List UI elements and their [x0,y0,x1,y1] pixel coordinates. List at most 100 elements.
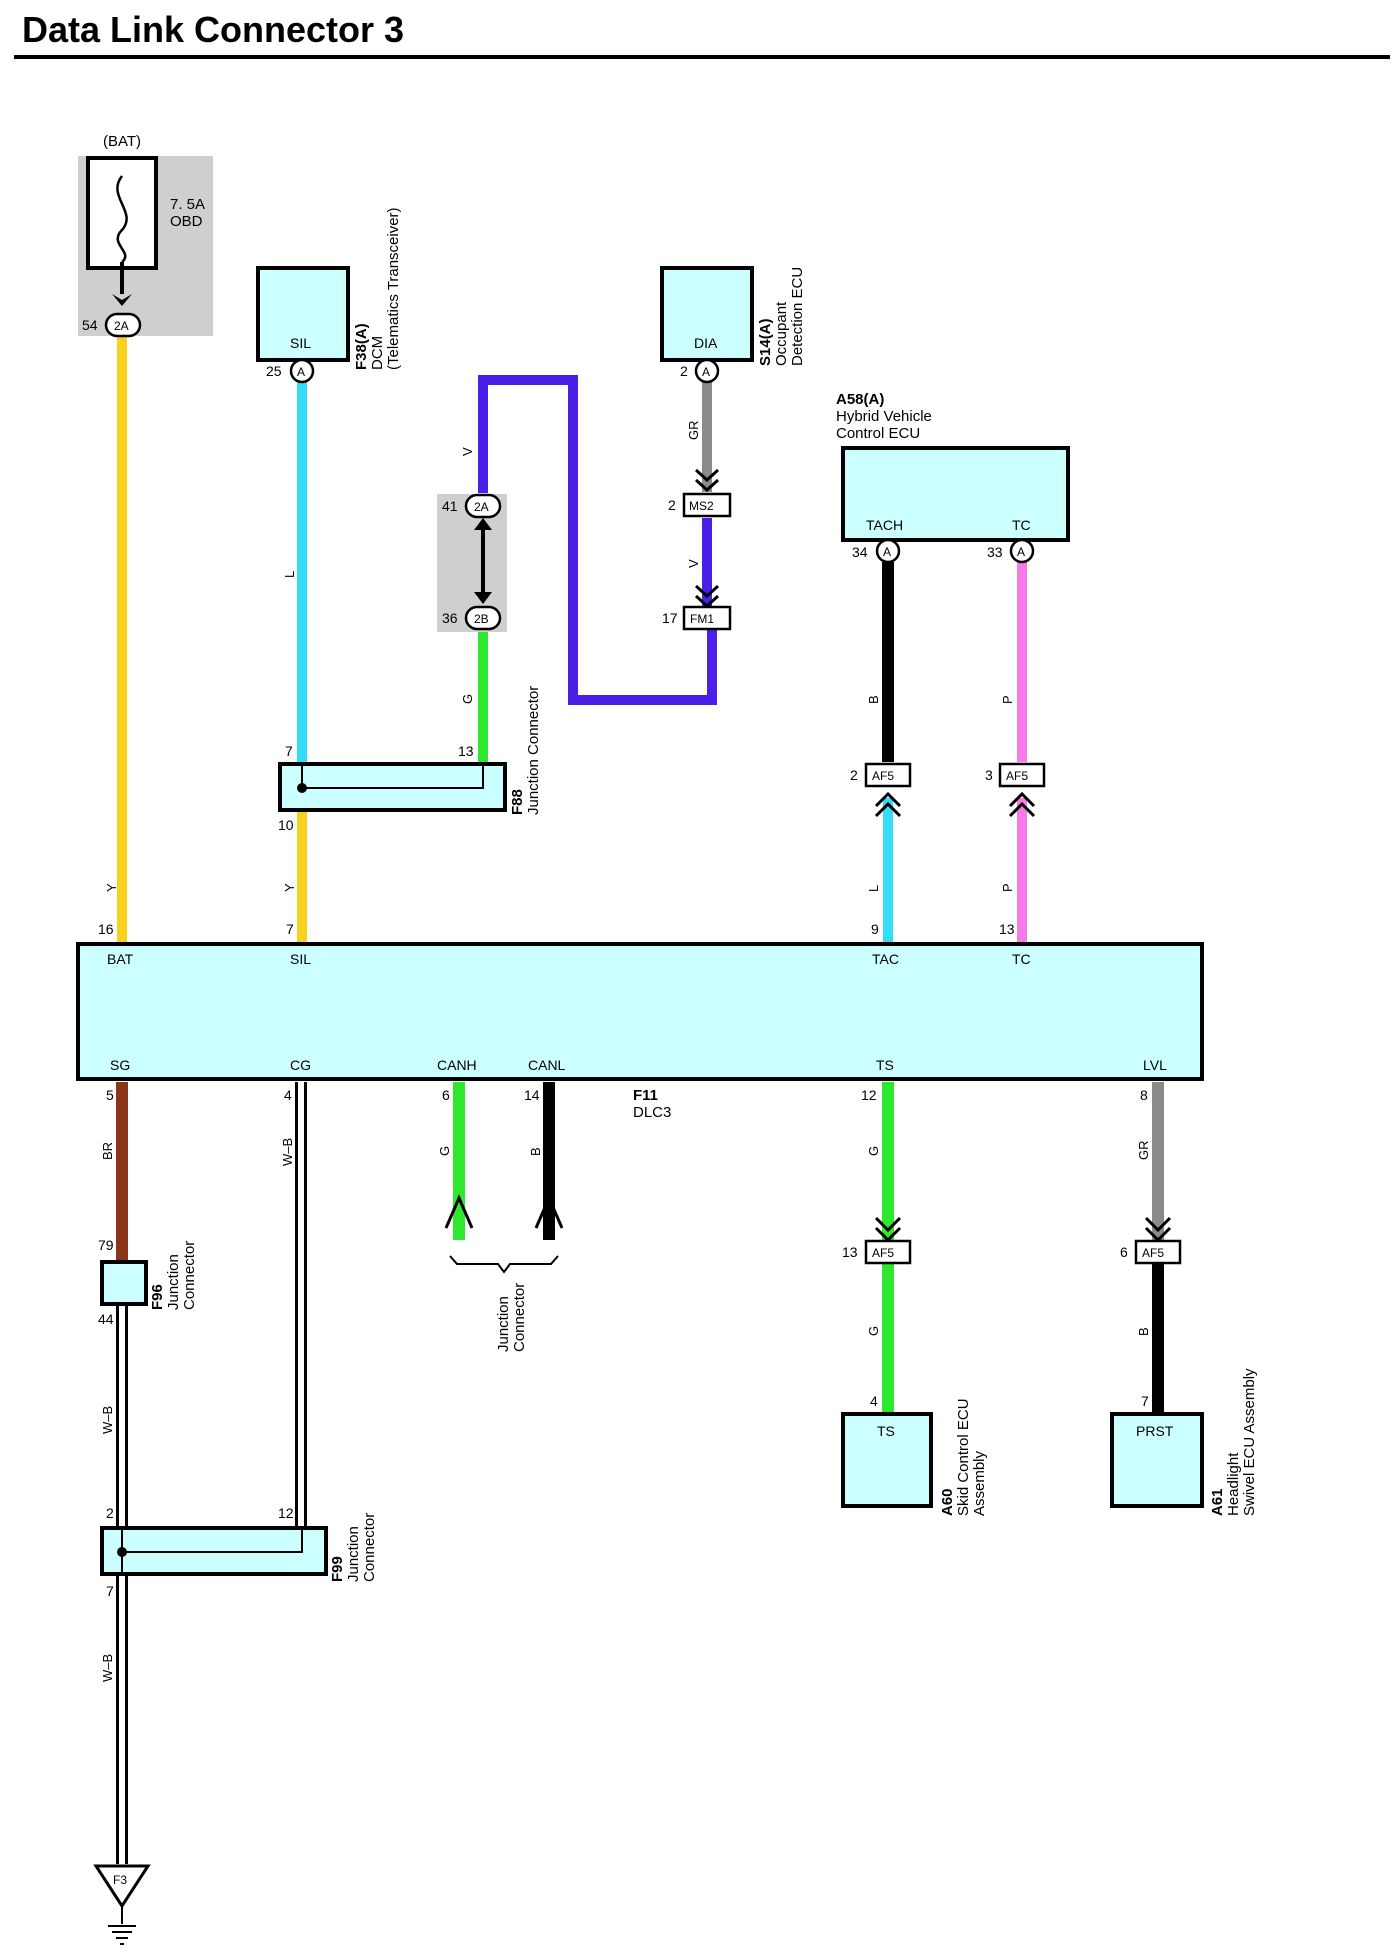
a58-terminal-tc: TC [1012,517,1031,533]
svg-text:A61: A61 [1209,1488,1226,1516]
svg-text:Assembly: Assembly [971,1450,988,1516]
svg-text:S14(A): S14(A) [757,318,774,366]
wire-code-b-canl: B [528,1147,543,1156]
f38-terminal: SIL [290,335,311,351]
fuse-rating: 7. 5A [170,196,205,213]
f99-label: F99 Junction Connector [329,1513,378,1582]
a58-box [841,446,1070,542]
a58-name1: Hybrid Vehicle [836,408,932,425]
wire-y-sil [297,812,307,942]
svg-text:Junction Connector: Junction Connector [525,686,542,815]
page-title: Data Link Connector 3 [22,9,404,50]
wire-wb-ground [116,1574,128,1864]
svg-text:Junction: Junction [345,1526,362,1582]
wire-g-ts-lower [882,1262,894,1412]
svg-text:Junction: Junction [165,1254,182,1310]
a61-label: A61 Headlight Swivel ECU Assembly [1209,1368,1258,1516]
svg-text:Junction: Junction [495,1296,512,1352]
wire-code-b-lvl: B [1136,1327,1151,1336]
dlc-pin-tc: 13 [999,921,1015,937]
wire-code-wb2: W–B [100,1406,115,1434]
dlc-term-ts: TS [876,1057,894,1073]
wire-code-wb3: W–B [100,1654,115,1682]
f96-label: F96 Junction Connector [149,1241,198,1310]
svg-text:Headlight: Headlight [1225,1452,1242,1516]
af5-c-conn: AF5 [872,1246,894,1260]
wire-code-gr1: GR [686,421,701,441]
a58-pin-33: 33 [987,544,1003,560]
arrow-down-icon [474,592,492,604]
svg-text:F38(A): F38(A) [353,323,370,370]
f88-pin-10: 10 [278,817,294,833]
wire-code-g1: G [460,694,475,704]
a58-name2: Control ECU [836,425,920,442]
jc-2a-conn: 2A [474,500,489,514]
af5-b-pin: 3 [985,767,993,783]
svg-text:Occupant: Occupant [773,301,790,366]
wire-b-tach [882,562,894,762]
svg-text:F88: F88 [509,789,526,815]
f99-pin-2: 2 [106,1505,114,1521]
f96-pin-44: 44 [98,1311,114,1327]
ground-icon [108,1925,136,1945]
s14-terminal: DIA [694,335,718,351]
jc-2b-pin: 36 [442,610,458,626]
a61-pin: 7 [1141,1393,1149,1409]
a60-label: A60 Skid Control ECU Assembly [939,1398,988,1516]
dlc-term-cg: CG [290,1057,311,1073]
a58-id: A58(A) [836,391,884,408]
dlc-pin-canh: 6 [442,1087,450,1103]
wire-v-loop [478,375,717,705]
wire-gr-lvl [1152,1082,1164,1240]
f38-pin: 25 [266,363,282,379]
af5-d-pin: 6 [1120,1244,1128,1260]
wire-code-l2: L [866,885,881,892]
f88-node [297,783,307,793]
fuse-stem [120,262,124,294]
wire-g-f88 [478,630,488,762]
svg-text:A60: A60 [939,1488,956,1516]
dlc3-name: DLC3 [633,1104,671,1121]
f88-pin-7: 7 [285,743,293,759]
dlc-pin-cg: 4 [284,1087,292,1103]
svg-text:Connector: Connector [511,1283,528,1352]
wire-wb-cg [295,1082,307,1552]
wire-y-bat [117,334,127,942]
f88-label: F88 Junction Connector [509,686,542,815]
arrow-down-icon [112,294,132,306]
fuse-conn: 2A [114,319,129,333]
svg-text:Connector: Connector [181,1241,198,1310]
f38-conn-circle [289,358,315,384]
a58-terminal-tach: TACH [866,517,903,533]
chevron-up-icon [1008,791,1036,818]
fm1-conn: FM1 [690,612,714,626]
dlc3-box [76,942,1204,1081]
fuse-source: (BAT) [103,133,141,150]
wire-gr-s14 [702,382,712,492]
jc-2b-conn: 2B [474,612,489,626]
a58-pin-34: 34 [852,544,868,560]
wire-b-lvl [1152,1262,1164,1412]
wire-g-ts-upper [882,1082,894,1240]
a58-conn-circle-1 [875,538,901,564]
f88-pin-13: 13 [458,743,474,759]
a60-box [841,1412,933,1508]
jc-2a-oval [464,493,502,519]
af5-d-conn: AF5 [1142,1246,1164,1260]
af5-a-pin: 2 [850,767,858,783]
dlc-pin-tac: 9 [871,921,879,937]
f99-node [117,1547,127,1557]
af5-a-box [864,762,912,788]
wire-p-tc [1017,562,1027,762]
a60-terminal: TS [877,1423,895,1439]
af5-d-box [1134,1239,1182,1265]
f38-label: F38(A) DCM (Telematics Transceiver) [353,207,402,370]
svg-text:F99: F99 [329,1556,346,1582]
af5-c-box [864,1239,912,1265]
a61-terminal: PRST [1136,1423,1174,1439]
s14-conn: A [702,365,710,379]
dlc-term-tac: TAC [872,951,899,967]
can-l-chevron-icon [534,1194,564,1229]
wire-code-b1: B [866,695,881,704]
ms2-conn: MS2 [689,499,714,513]
